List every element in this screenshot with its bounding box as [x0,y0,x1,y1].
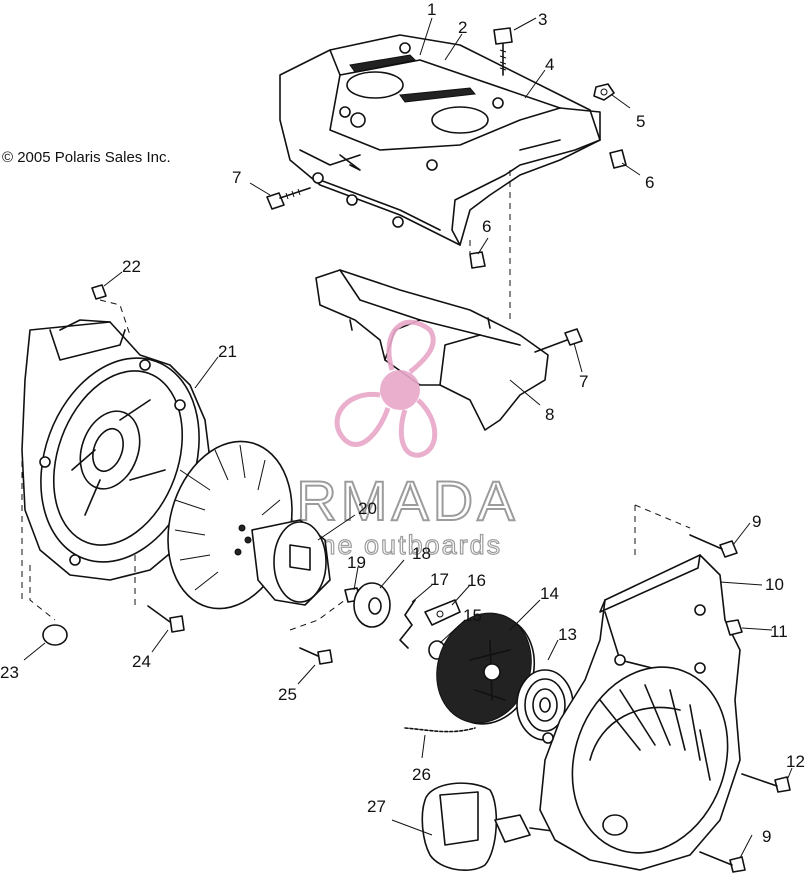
leader-lines [23,17,793,859]
callout-8: 8 [545,405,554,424]
armada-logo [334,319,438,458]
plug-23-icon [42,624,68,646]
copyright-text: © 2005 Polaris Sales Inc. [2,149,171,166]
engine-shroud-cover [279,34,601,246]
callout-9b: 9 [762,827,771,846]
starter-rope [404,727,476,733]
starter-handle [421,782,561,871]
fan-housing [21,319,211,600]
callout-18: 18 [412,544,431,563]
bolt-24-icon [134,555,185,633]
callout-16: 16 [467,571,486,590]
callout-25: 25 [278,685,297,704]
grommet-6a-icon [609,149,627,169]
callout-13: 13 [558,625,577,644]
callout-20: 20 [358,499,377,518]
callout-1: 1 [427,0,436,19]
bolt-9a-icon [634,504,738,558]
callout-15: 15 [463,606,482,625]
callout-21: 21 [218,342,237,361]
bolt-25-icon [299,647,333,665]
callout-7a: 7 [232,168,241,187]
callout-12: 12 [786,752,805,771]
bolt-12-icon [741,773,791,793]
callout-26: 26 [412,765,431,784]
grommet-6b-icon [469,251,486,269]
callout-22: 22 [122,257,141,276]
spring-17-icon [399,599,416,649]
callout-17: 17 [430,570,449,589]
callout-9a: 9 [752,512,761,531]
callout-labels: 1 2 3 4 5 6 6 7 7 8 9 9 10 11 12 13 14 1… [0,0,805,846]
callout-11: 11 [770,622,788,641]
bolt-9b-icon [699,851,746,873]
callout-27: 27 [367,797,386,816]
callout-3: 3 [538,10,547,29]
callout-6b: 6 [482,217,491,236]
bolt-7a-icon [266,187,311,210]
nut-5-icon [593,83,615,101]
callout-6a: 6 [645,173,654,192]
bushing-22-icon [91,284,131,336]
cooling-fan [167,440,331,610]
starter-pulley [436,612,536,725]
starter-cover [539,505,741,871]
callout-7b: 7 [579,372,588,391]
nut-11-icon [725,619,743,636]
bolt-7b-icon [534,328,583,353]
callout-24: 24 [132,652,151,671]
callout-2: 2 [458,18,467,37]
callout-4: 4 [545,55,554,74]
callout-10: 10 [765,575,784,594]
callout-19: 19 [347,553,366,572]
pawl-16-icon [424,599,461,626]
callout-5: 5 [636,112,645,131]
bolt-3-icon [493,27,513,76]
callout-14: 14 [540,584,559,603]
disc-18-icon [353,582,391,628]
alignment-lines [29,170,511,631]
callout-23: 23 [0,663,19,682]
